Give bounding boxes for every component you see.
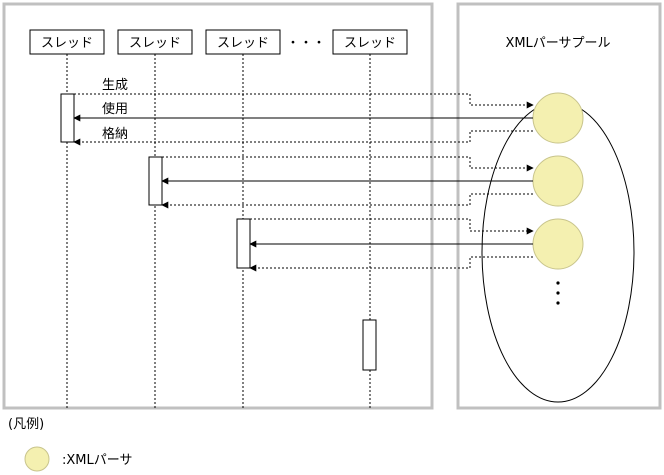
pool-ellipsis bbox=[556, 281, 560, 305]
thread-label-4: スレッド bbox=[344, 36, 396, 51]
thread-header-4: スレッド bbox=[332, 29, 408, 55]
create-label: 生成 bbox=[102, 78, 128, 93]
parser-circle-1 bbox=[532, 92, 584, 144]
activation-bar-2 bbox=[148, 156, 163, 206]
legend-parser-circle bbox=[24, 446, 50, 472]
message-group-3 bbox=[249, 218, 534, 272]
legend-title: (凡例) bbox=[8, 417, 44, 432]
activation-bar-1 bbox=[60, 93, 75, 143]
parser-circle-2 bbox=[532, 155, 584, 207]
store-label: 格納 bbox=[102, 126, 128, 142]
create-message-1 bbox=[74, 93, 534, 109]
thread-header-1: スレッド bbox=[29, 29, 105, 55]
store-message-1 bbox=[73, 130, 533, 146]
pool-area-frame bbox=[456, 2, 662, 410]
thread-header-3: スレッド bbox=[205, 29, 281, 55]
legend-parser-label: :XMLパーサ bbox=[62, 453, 133, 468]
thread-label-3: スレッド bbox=[217, 36, 269, 51]
use-label: 使用 bbox=[102, 101, 128, 117]
thread-label-1: スレッド bbox=[41, 36, 93, 51]
thread-area-frame bbox=[2, 2, 434, 410]
message-group-2 bbox=[161, 156, 534, 209]
activation-bar-4 bbox=[362, 319, 377, 371]
create-message-3 bbox=[250, 218, 534, 235]
activation-bar-3 bbox=[236, 218, 251, 269]
parser-circle-3 bbox=[532, 218, 584, 270]
thread-label-2: スレッド bbox=[129, 36, 181, 51]
store-message-2 bbox=[161, 193, 533, 209]
store-message-3 bbox=[249, 256, 533, 272]
thread-ellipsis: ・・・ bbox=[286, 36, 325, 51]
message-group-1: 生成 使用 格納 bbox=[73, 78, 534, 146]
thread-header-2: スレッド bbox=[117, 29, 193, 55]
pool-title: XMLパーサプール bbox=[505, 36, 610, 51]
create-message-2 bbox=[162, 156, 534, 172]
